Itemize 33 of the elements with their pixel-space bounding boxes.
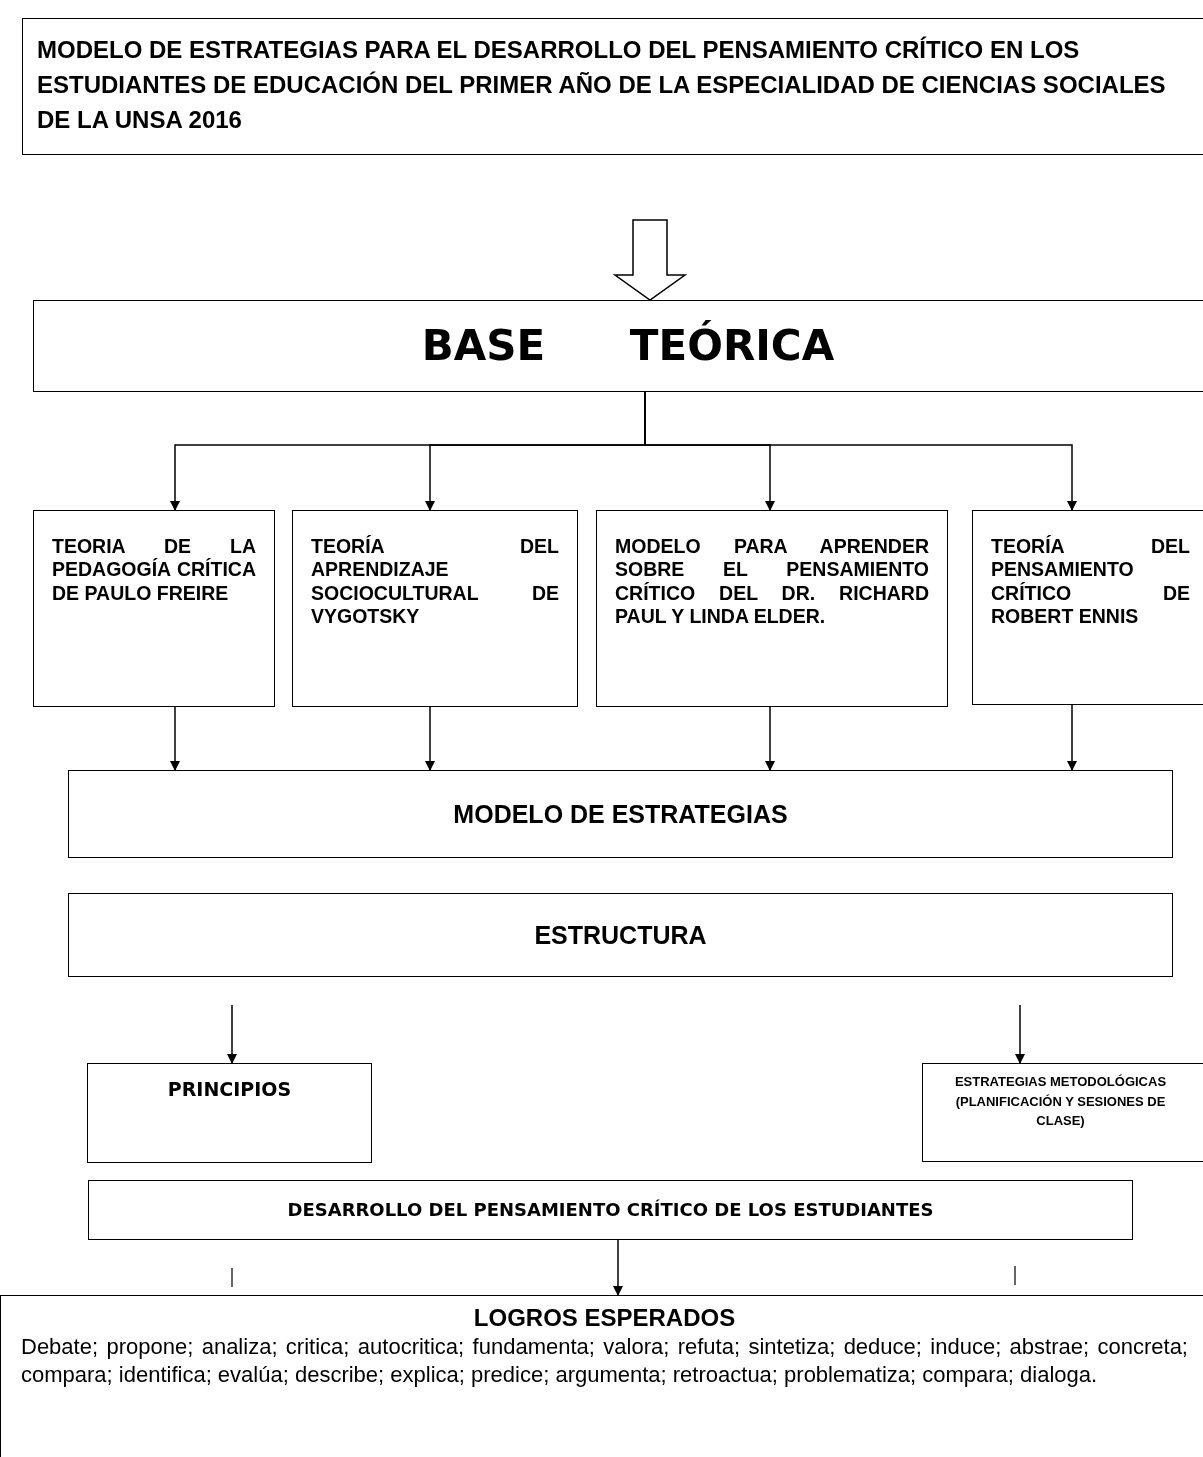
block-arrow xyxy=(612,219,688,301)
box-label: ESTRATEGIAS METODOLÓGICAS (PLANIFICACIÓN Y SESIONES DE CLASE) xyxy=(953,1073,1168,1130)
arrow xyxy=(227,1004,237,1064)
arrow xyxy=(765,706,775,771)
arrow xyxy=(425,706,435,771)
box-label: TEORIA DE LA PEDAGOGÍA CRÍTICA DE PAULO FREIRE xyxy=(52,535,256,606)
theory-box xyxy=(972,510,1203,705)
outcome-box xyxy=(88,1180,1133,1240)
model-box xyxy=(68,770,1173,858)
box-label: DESARROLLO DEL PENSAMIENTO CRÍTICO DE LOS ESTUDIANTES xyxy=(286,1199,935,1221)
box-label: TEORÍA DEL APRENDIZAJE SOCIOCULTURAL DE VYGOTSKY xyxy=(311,535,559,629)
arrow xyxy=(170,706,180,771)
box-label: MODELO DE ESTRATEGIAS xyxy=(452,799,789,829)
principles-box xyxy=(87,1063,372,1163)
arrow xyxy=(1015,1004,1025,1064)
theory-box xyxy=(596,510,948,707)
box-label: MODELO PARA APRENDER SOBRE EL PENSAMIENTO CRÍTICO DEL DR. RICHARD PAUL Y LINDA ELDER. xyxy=(615,535,929,629)
title-box xyxy=(22,18,1203,155)
results-box xyxy=(0,1295,1203,1457)
box-label: MODELO DE ESTRATEGIAS PARA EL DESARROLLO DEL PENSAMIENTO CRÍTICO EN LOS ESTUDIANTES DE EDUCACIÓN DEL PRIMER AÑO DE LA ESPECIALIDAD DE CIENCIAS SOCIALES DE LA UNSA 2016 xyxy=(37,35,1167,135)
theory-box xyxy=(33,510,275,707)
arrow xyxy=(1067,704,1077,771)
box-label: TEORÍA DEL PENSAMIENTO CRÍTICO DE ROBERT ENNIS xyxy=(991,535,1190,629)
theory-box xyxy=(292,510,578,707)
heading-box xyxy=(33,300,1203,392)
box-label: BASE TEÓRICA xyxy=(420,320,836,372)
achievements-text: Debate; propone; analiza; critica; autocritica; fundamenta; valora; refuta; sintetiza; deduce; induce; abstrae; concreta; compara; identifica; evalúa; describe; explica; predice; argumenta; retroactua; problematiza; compara; dialoga. xyxy=(21,1332,1188,1390)
section-heading: LOGROS ESPERADOS xyxy=(472,1304,737,1333)
strategies-box xyxy=(922,1063,1203,1162)
arrow xyxy=(613,1239,623,1296)
structure-box xyxy=(68,893,1173,977)
box-label: ESTRUCTURA xyxy=(533,920,708,950)
box-label: PRINCIPIOS xyxy=(166,1078,293,1101)
